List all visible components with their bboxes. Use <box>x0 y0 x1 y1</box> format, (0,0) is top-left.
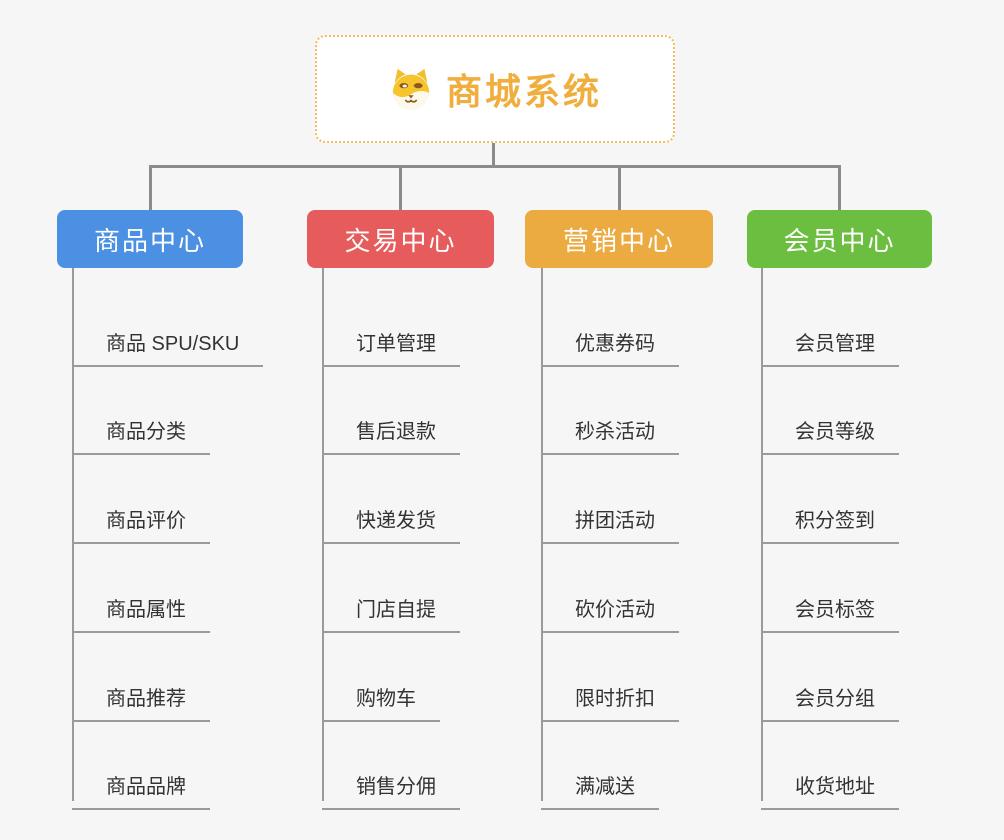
connector-bus <box>149 165 841 168</box>
connector-drop <box>399 165 402 211</box>
connector-root-stub <box>492 142 495 168</box>
child-node[interactable]: 商品推荐 <box>72 667 210 722</box>
root-title: 商城系统 <box>445 71 602 112</box>
child-node[interactable]: 收货地址 <box>761 755 899 810</box>
child-node[interactable]: 会员标签 <box>761 578 899 633</box>
child-node[interactable]: 商品属性 <box>72 578 210 633</box>
child-node[interactable]: 购物车 <box>322 667 440 722</box>
child-node[interactable]: 商品品牌 <box>72 755 210 810</box>
child-node[interactable]: 售后退款 <box>322 400 460 455</box>
child-node[interactable]: 积分签到 <box>761 489 899 544</box>
dog-face-icon <box>392 68 430 111</box>
child-node[interactable]: 商品分类 <box>72 400 210 455</box>
child-node[interactable]: 会员管理 <box>761 312 899 367</box>
child-node[interactable]: 商品评价 <box>72 489 210 544</box>
child-node[interactable]: 拼团活动 <box>541 489 679 544</box>
child-node[interactable]: 秒杀活动 <box>541 400 679 455</box>
child-node[interactable]: 满减送 <box>541 755 659 810</box>
child-node[interactable]: 销售分佣 <box>322 755 460 810</box>
branch-trunk <box>761 268 763 801</box>
branch-node-marketing-center[interactable]: 营销中心 <box>525 210 713 268</box>
root-node[interactable]: 商城系统 <box>315 35 675 143</box>
child-node[interactable]: 会员等级 <box>761 400 899 455</box>
child-node[interactable]: 订单管理 <box>322 312 460 367</box>
branch-trunk <box>322 268 324 801</box>
child-node[interactable]: 优惠券码 <box>541 312 679 367</box>
connector-drop <box>149 165 152 211</box>
branch-node-member-center[interactable]: 会员中心 <box>747 210 932 268</box>
child-node[interactable]: 快递发货 <box>322 489 460 544</box>
child-node[interactable]: 会员分组 <box>761 667 899 722</box>
branch-trunk <box>72 268 74 801</box>
branch-node-product-center[interactable]: 商品中心 <box>57 210 243 268</box>
child-node[interactable]: 商品 SPU/SKU <box>72 312 264 367</box>
connector-drop <box>838 165 841 211</box>
child-node[interactable]: 砍价活动 <box>541 578 679 633</box>
child-node[interactable]: 门店自提 <box>322 578 460 633</box>
branch-node-trade-center[interactable]: 交易中心 <box>307 210 494 268</box>
connector-drop <box>618 165 621 211</box>
child-node[interactable]: 限时折扣 <box>541 667 679 722</box>
branch-trunk <box>541 268 543 801</box>
